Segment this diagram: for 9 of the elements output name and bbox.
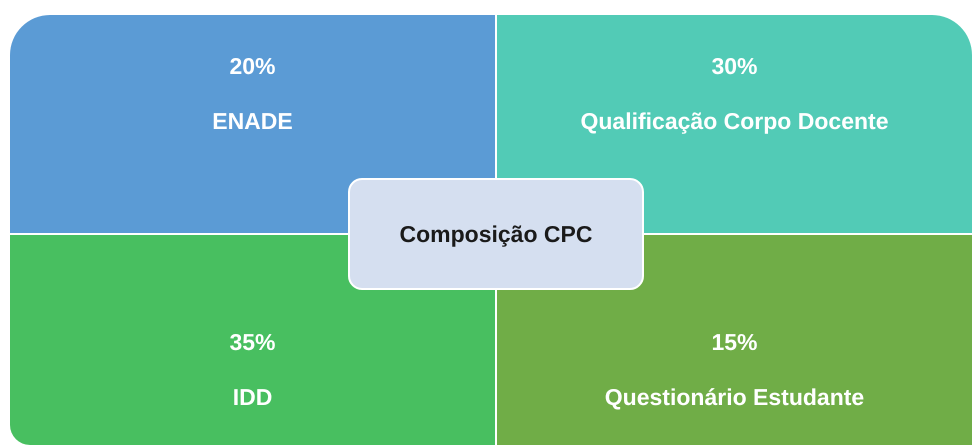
percentage-value: 35% (229, 329, 276, 356)
category-label: ENADE (212, 108, 293, 135)
percentage-value: 20% (229, 53, 276, 80)
category-label: IDD (232, 384, 272, 411)
center-box: Composição CPC (348, 178, 644, 290)
category-label: Qualificação Corpo Docente (580, 108, 888, 135)
category-label: Questionário Estudante (604, 384, 864, 411)
percentage-value: 30% (711, 53, 758, 80)
percentage-value: 15% (711, 329, 758, 356)
